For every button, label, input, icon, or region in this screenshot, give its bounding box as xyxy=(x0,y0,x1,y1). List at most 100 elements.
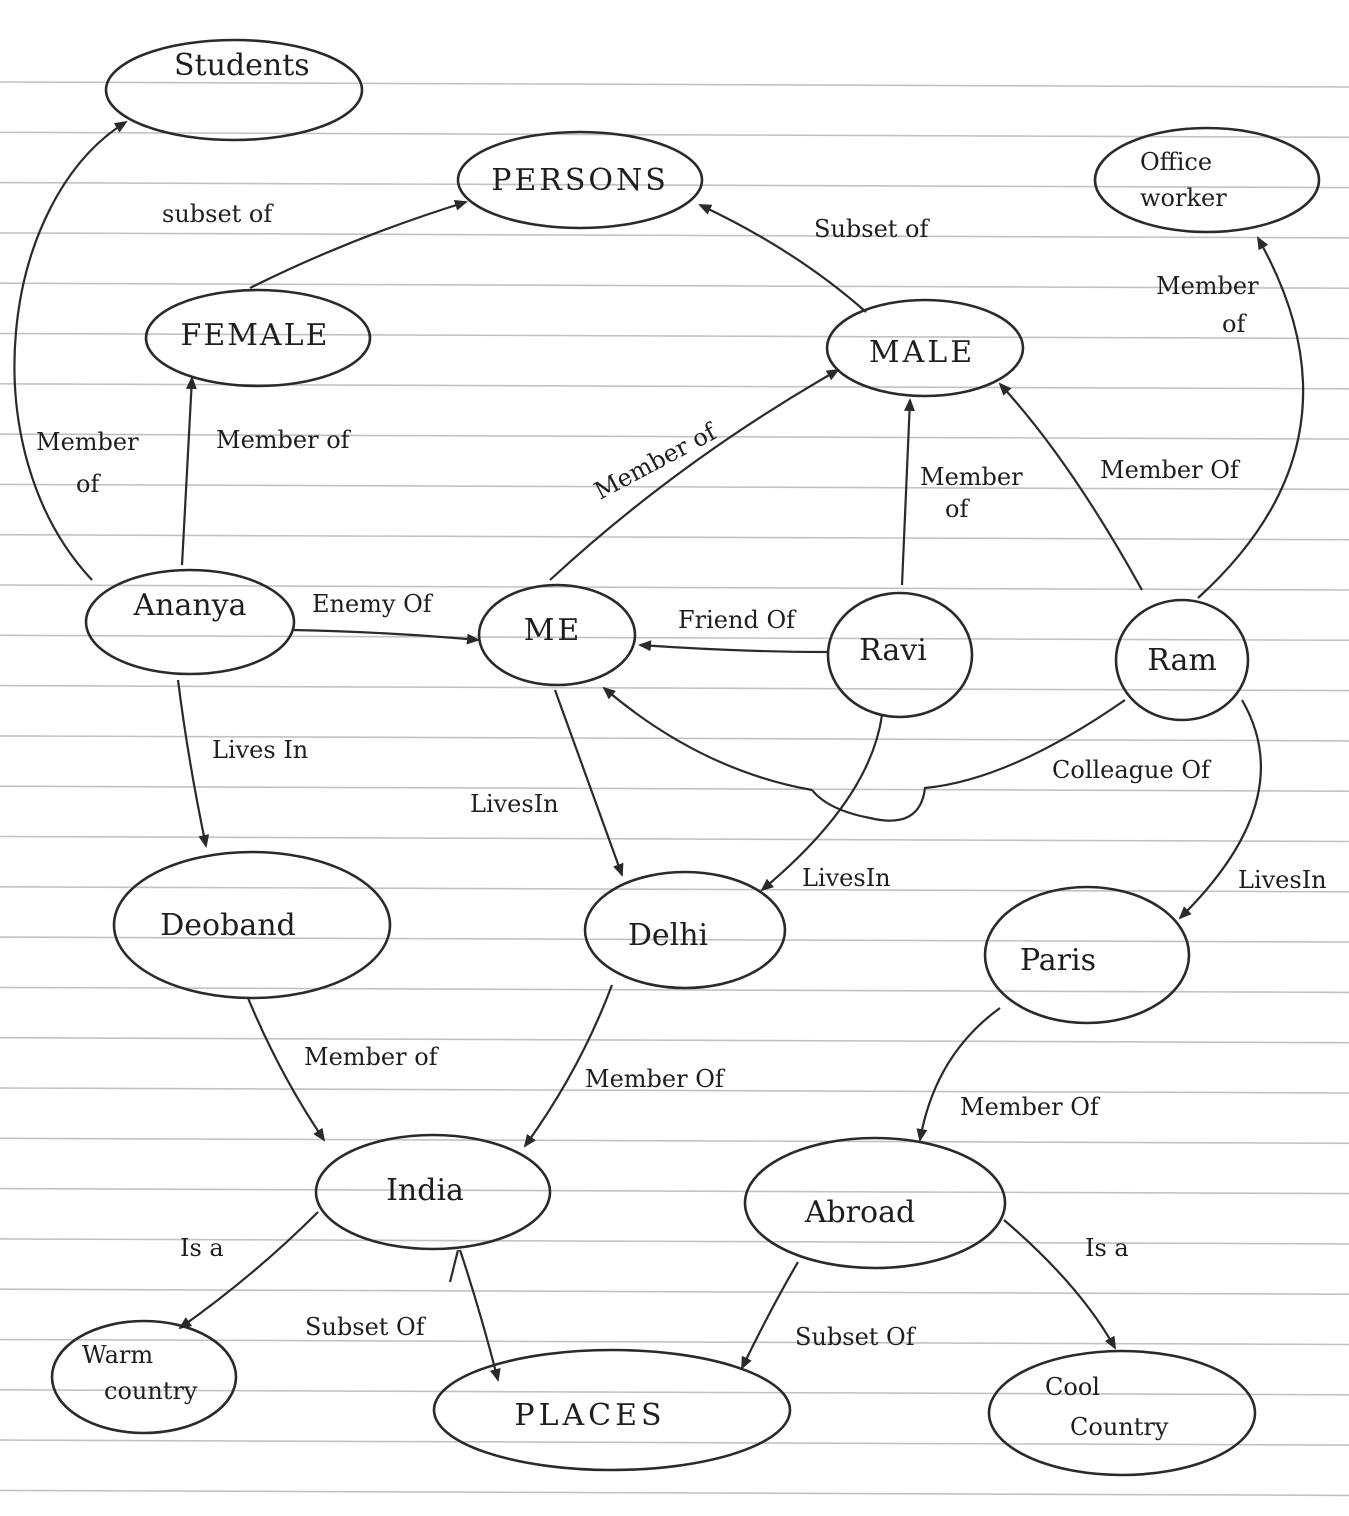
svg-text:Member Of: Member Of xyxy=(960,1093,1101,1121)
ruled-line xyxy=(0,1137,1349,1145)
svg-text:subset of: subset of xyxy=(162,200,274,228)
ruled-line xyxy=(0,986,1349,994)
svg-text:Delhi: Delhi xyxy=(628,918,708,953)
edge-delhi-member-of-india: Member Of xyxy=(523,984,726,1148)
ruled-line xyxy=(0,433,1349,440)
svg-text:Enemy Of: Enemy Of xyxy=(312,590,434,618)
svg-text:PLACES: PLACES xyxy=(514,1398,665,1433)
ruled-line xyxy=(0,936,1349,943)
svg-text:Member of: Member of xyxy=(216,426,352,454)
notebook-ruled-lines xyxy=(0,81,1349,1497)
node-female: FEMALE xyxy=(144,288,372,388)
svg-text:ME: ME xyxy=(524,613,583,648)
ruled-line xyxy=(0,483,1349,491)
svg-text:LivesIn: LivesIn xyxy=(470,790,559,818)
ruled-line xyxy=(0,131,1349,139)
svg-text:Subset of: Subset of xyxy=(814,215,931,243)
ruled-line xyxy=(0,1187,1349,1195)
svg-text:Is a: Is a xyxy=(1085,1234,1129,1262)
node-ram: Ram xyxy=(1114,598,1250,722)
ruled-line xyxy=(0,885,1349,893)
svg-text:Lives In: Lives In xyxy=(212,736,308,764)
node-deoband: Deoband xyxy=(112,850,392,1000)
ruled-line xyxy=(0,332,1349,340)
node-delhi: Delhi xyxy=(583,870,787,990)
ruled-line xyxy=(0,835,1349,843)
ruled-line xyxy=(0,81,1349,88)
ruled-line xyxy=(0,1439,1349,1446)
ruled-line xyxy=(0,282,1349,290)
edge-ananya-lives-in-deoband: Lives In xyxy=(176,679,308,848)
ruled-line xyxy=(0,382,1349,390)
svg-text:Friend Of: Friend Of xyxy=(678,606,797,634)
ruled-line xyxy=(0,684,1349,692)
edge-abroad-subset-of-places: Subset Of xyxy=(741,1261,917,1370)
svg-text:Ram: Ram xyxy=(1147,643,1217,678)
svg-text:FEMALE: FEMALE xyxy=(181,318,330,353)
edge-abroad-is-a-cool-country: Is a xyxy=(1003,1219,1129,1350)
node-ananya: Ananya xyxy=(84,568,296,676)
ruled-line xyxy=(0,1288,1349,1295)
node-paris: Paris xyxy=(983,885,1191,1025)
svg-text:Member Of: Member Of xyxy=(1100,456,1241,484)
node-male: MALE xyxy=(825,298,1025,398)
svg-text:Colleague Of: Colleague Of xyxy=(1052,756,1212,784)
ruled-line xyxy=(0,533,1349,541)
svg-text:Students: Students xyxy=(174,48,310,83)
node-me: ME xyxy=(477,583,637,687)
edge-ram-member-of-male: Member Of xyxy=(998,382,1241,591)
node-ravi: Ravi xyxy=(826,591,974,719)
node-places: PLACES xyxy=(432,1348,792,1472)
svg-text:Is a: Is a xyxy=(180,1234,224,1262)
svg-text:Ananya: Ananya xyxy=(132,588,246,623)
node-abroad: Abroad xyxy=(743,1136,1007,1270)
edge-male-subset-of-persons: Subset of xyxy=(698,204,931,313)
svg-text:LivesIn: LivesIn xyxy=(1238,866,1327,894)
node-india: India xyxy=(314,1133,552,1251)
edge-me-member-of-male: Member of xyxy=(549,369,840,581)
edge-deoband-member-of-india: Member of xyxy=(246,997,440,1142)
ruled-line xyxy=(0,584,1349,591)
edge-ram-lives-in-paris: LivesIn xyxy=(1178,699,1327,920)
svg-text:Deoband: Deoband xyxy=(160,908,295,943)
svg-text:Member of: Member of xyxy=(590,417,723,505)
ruled-line xyxy=(0,1338,1349,1346)
svg-text:LivesIn: LivesIn xyxy=(802,864,891,892)
edge-ananya-enemy-of-me: Enemy Of xyxy=(291,590,480,645)
svg-text:PERSONS: PERSONS xyxy=(491,163,669,198)
edge-ravi-friend-of-me: Friend Of xyxy=(638,606,829,654)
svg-text:Member of: Member of xyxy=(304,1043,440,1071)
svg-text:Ravi: Ravi xyxy=(859,633,927,668)
svg-text:MALE: MALE xyxy=(869,335,975,370)
ruled-line xyxy=(0,1238,1349,1245)
ruled-line xyxy=(0,181,1349,189)
svg-text:Abroad: Abroad xyxy=(804,1195,915,1230)
ruled-line xyxy=(0,1087,1349,1094)
edge-female-subset-of-persons: subset of xyxy=(162,200,468,289)
edge-ravi-lives-in-delhi: LivesIn xyxy=(760,714,891,892)
edge-paris-member-of-abroad: Member Of xyxy=(916,1007,1101,1142)
ruled-line xyxy=(0,1489,1349,1497)
edge-ram-colleague-of-me: Colleague Of xyxy=(602,686,1212,822)
edge-india-is-a-warm-country: Is a xyxy=(178,1211,319,1330)
ruled-line xyxy=(0,634,1349,642)
edge-india-subset-of-places: Subset Of xyxy=(305,1249,501,1382)
svg-text:Member Of: Member Of xyxy=(585,1065,726,1093)
svg-text:Paris: Paris xyxy=(1020,943,1096,978)
ruled-line xyxy=(0,1389,1349,1396)
